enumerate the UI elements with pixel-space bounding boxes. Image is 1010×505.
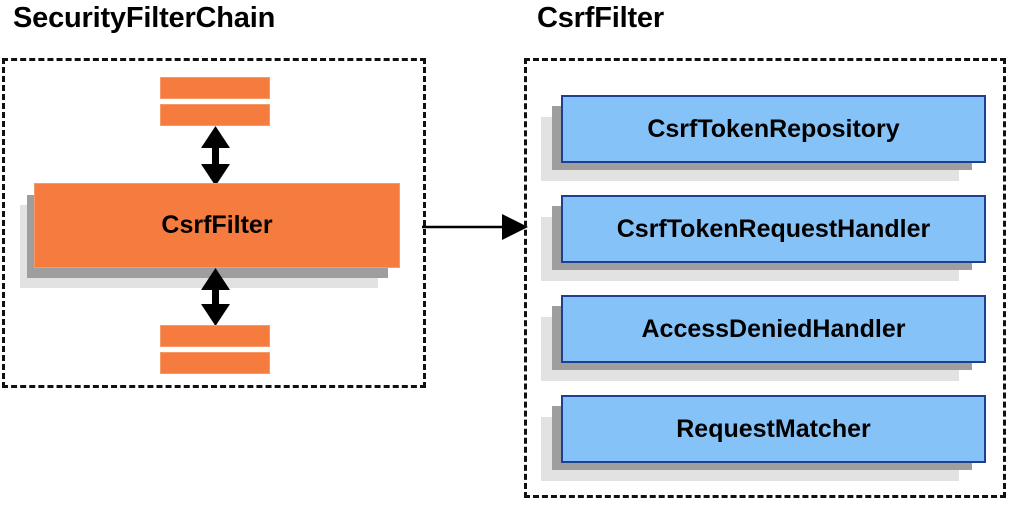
panel-title-csrf-filter: CsrfFilter [537, 2, 664, 34]
component-label: AccessDeniedHandler [641, 314, 906, 343]
bottom-double-arrow-icon [201, 268, 230, 326]
component-box-request-matcher[interactable]: RequestMatcher [561, 395, 986, 463]
top-double-arrow-icon [201, 126, 230, 186]
component-label: RequestMatcher [676, 414, 871, 443]
component-box-csrf-token-repository[interactable]: CsrfTokenRepository [561, 95, 986, 163]
filter-bar-bottom-2 [160, 352, 270, 374]
panel-title-security-filter-chain: SecurityFilterChain [13, 2, 276, 34]
filter-bar-top-2 [160, 104, 270, 126]
component-label: CsrfTokenRequestHandler [616, 214, 931, 243]
component-box-csrf-token-request-handler[interactable]: CsrfTokenRequestHandler [561, 195, 986, 263]
filter-bar-top-1 [160, 77, 270, 99]
csrf-filter-expansion-arrow-icon [422, 214, 528, 240]
security-filter-chain-panel [2, 58, 426, 388]
csrf-filter-block-label: CsrfFilter [161, 211, 273, 239]
filter-bar-bottom-1 [160, 325, 270, 347]
csrf-filter-block[interactable]: CsrfFilter [34, 183, 400, 268]
csrf-filter-panel [524, 58, 1006, 498]
component-label: CsrfTokenRepository [647, 114, 900, 143]
component-box-access-denied-handler[interactable]: AccessDeniedHandler [561, 295, 986, 363]
